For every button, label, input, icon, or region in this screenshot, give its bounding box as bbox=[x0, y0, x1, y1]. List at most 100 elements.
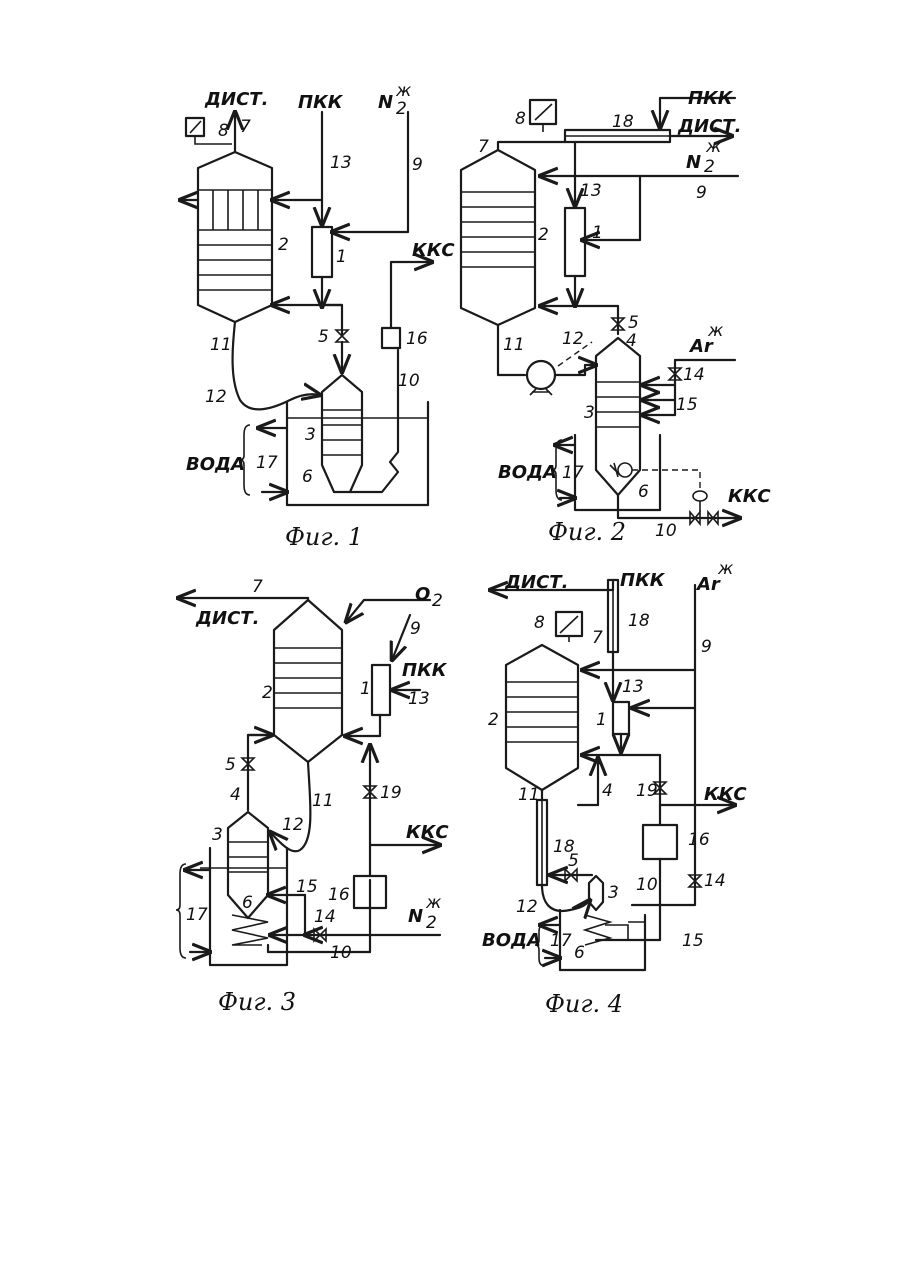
svg-text:4: 4 bbox=[602, 781, 613, 801]
svg-text:1: 1 bbox=[360, 679, 371, 699]
svg-text:3: 3 bbox=[212, 825, 223, 845]
fig3-unit-1 bbox=[372, 665, 390, 715]
svg-text:5: 5 bbox=[225, 755, 236, 775]
fig2-label-voda: ВОДА bbox=[498, 462, 557, 483]
svg-text:12: 12 bbox=[516, 897, 538, 917]
fig3-label-kks: ККС bbox=[406, 822, 449, 843]
fig4-label-dist: ДИСТ. bbox=[504, 572, 568, 593]
fig1-label-dist: ДИСТ. bbox=[204, 89, 268, 110]
svg-text:2: 2 bbox=[426, 913, 437, 933]
fig3-label-o2: O bbox=[415, 584, 430, 605]
svg-text:19: 19 bbox=[636, 781, 658, 801]
svg-text:16: 16 bbox=[406, 329, 428, 349]
svg-text:9: 9 bbox=[412, 155, 423, 175]
fig4-caption: Фиг. 4 bbox=[545, 990, 623, 1018]
svg-text:4: 4 bbox=[230, 785, 241, 805]
svg-text:8: 8 bbox=[534, 613, 545, 633]
svg-text:15: 15 bbox=[676, 395, 698, 415]
figure-1: ДИСТ. ПКК N 2 ж ККС ВОДА 8 7 13 9 2 1 5 … bbox=[180, 81, 455, 551]
fig4-vessel bbox=[589, 876, 603, 910]
svg-text:2: 2 bbox=[262, 683, 273, 703]
svg-text:7: 7 bbox=[478, 137, 489, 157]
svg-text:17: 17 bbox=[550, 931, 572, 951]
svg-text:16: 16 bbox=[328, 885, 350, 905]
svg-text:7: 7 bbox=[592, 628, 603, 648]
svg-text:14: 14 bbox=[314, 907, 336, 927]
fig3-label-dist: ДИСТ. bbox=[195, 608, 259, 629]
svg-text:9: 9 bbox=[696, 183, 707, 203]
svg-text:2: 2 bbox=[432, 591, 443, 611]
svg-text:3: 3 bbox=[584, 403, 595, 423]
svg-text:10: 10 bbox=[398, 371, 420, 391]
svg-text:6: 6 bbox=[302, 467, 313, 487]
svg-text:2: 2 bbox=[538, 225, 549, 245]
fig1-caption: Фиг. 1 bbox=[285, 523, 363, 551]
svg-text:8: 8 bbox=[515, 109, 526, 129]
svg-text:15: 15 bbox=[682, 931, 704, 951]
fig4-unit-1 bbox=[613, 702, 629, 734]
fig4-column bbox=[506, 645, 578, 790]
fig1-column bbox=[198, 152, 272, 322]
svg-text:2: 2 bbox=[278, 235, 289, 255]
svg-text:2: 2 bbox=[704, 157, 715, 177]
svg-text:4: 4 bbox=[626, 331, 637, 351]
fig2-unit-1 bbox=[565, 208, 585, 276]
figure-3: ДИСТ. O 2 ПКК ККС N 2 ж 7 9 2 1 13 5 19 … bbox=[176, 577, 449, 1016]
svg-text:ж: ж bbox=[705, 137, 722, 157]
svg-text:5: 5 bbox=[568, 851, 579, 871]
fig1-unit-16 bbox=[382, 328, 400, 348]
fig3-column bbox=[274, 600, 342, 762]
svg-text:ж: ж bbox=[395, 81, 412, 101]
fig1-vessel bbox=[322, 375, 362, 492]
svg-text:5: 5 bbox=[318, 327, 329, 347]
svg-text:11: 11 bbox=[312, 791, 334, 811]
svg-text:ж: ж bbox=[717, 559, 734, 579]
svg-text:13: 13 bbox=[580, 181, 602, 201]
svg-text:6: 6 bbox=[242, 893, 253, 913]
fig1-label-n2: N bbox=[378, 92, 393, 113]
fig2-label-kks: ККС bbox=[728, 486, 771, 507]
svg-text:1: 1 bbox=[596, 710, 607, 730]
svg-text:17: 17 bbox=[256, 453, 278, 473]
svg-text:6: 6 bbox=[574, 943, 585, 963]
svg-text:12: 12 bbox=[562, 329, 584, 349]
svg-text:18: 18 bbox=[628, 611, 650, 631]
svg-text:2: 2 bbox=[396, 99, 407, 119]
svg-text:9: 9 bbox=[410, 619, 421, 639]
svg-text:13: 13 bbox=[408, 689, 430, 709]
svg-text:2: 2 bbox=[488, 710, 499, 730]
fig3-caption: Фиг. 3 bbox=[218, 988, 296, 1016]
svg-text:5: 5 bbox=[628, 313, 639, 333]
fig4-label-voda: ВОДА bbox=[482, 930, 541, 951]
svg-text:16: 16 bbox=[688, 830, 710, 850]
svg-text:ж: ж bbox=[707, 321, 724, 341]
svg-text:10: 10 bbox=[636, 875, 658, 895]
svg-text:1: 1 bbox=[336, 247, 347, 267]
fig2-pump bbox=[527, 361, 555, 389]
fig1-label-kks: ККС bbox=[412, 240, 455, 261]
svg-text:13: 13 bbox=[330, 153, 352, 173]
svg-text:15: 15 bbox=[296, 877, 318, 897]
svg-text:7: 7 bbox=[252, 577, 263, 597]
svg-text:7: 7 bbox=[240, 117, 251, 137]
svg-text:ж: ж bbox=[425, 893, 442, 913]
svg-text:3: 3 bbox=[305, 425, 316, 445]
fig4-label-kks: ККС bbox=[704, 784, 747, 805]
fig4-label-pkk: ПКК bbox=[620, 570, 666, 591]
fig2-label-pkk: ПКК bbox=[688, 88, 734, 109]
svg-text:11: 11 bbox=[210, 335, 232, 355]
svg-text:1: 1 bbox=[592, 223, 603, 243]
svg-text:11: 11 bbox=[503, 335, 525, 355]
figure-4: ДИСТ. ПКК Ar ж ККС ВОДА 8 7 18 9 13 2 1 … bbox=[482, 559, 747, 1018]
fig3-label-n2: N bbox=[408, 906, 423, 927]
svg-text:12: 12 bbox=[282, 815, 304, 835]
svg-text:6: 6 bbox=[638, 482, 649, 502]
fig1-unit-1 bbox=[312, 227, 332, 277]
svg-text:14: 14 bbox=[683, 365, 705, 385]
svg-text:17: 17 bbox=[186, 905, 208, 925]
fig2-label-n2: N bbox=[686, 152, 701, 173]
fig1-label-voda: ВОДА bbox=[186, 454, 245, 475]
fig4-unit-16 bbox=[643, 825, 677, 859]
svg-text:3: 3 bbox=[608, 883, 619, 903]
